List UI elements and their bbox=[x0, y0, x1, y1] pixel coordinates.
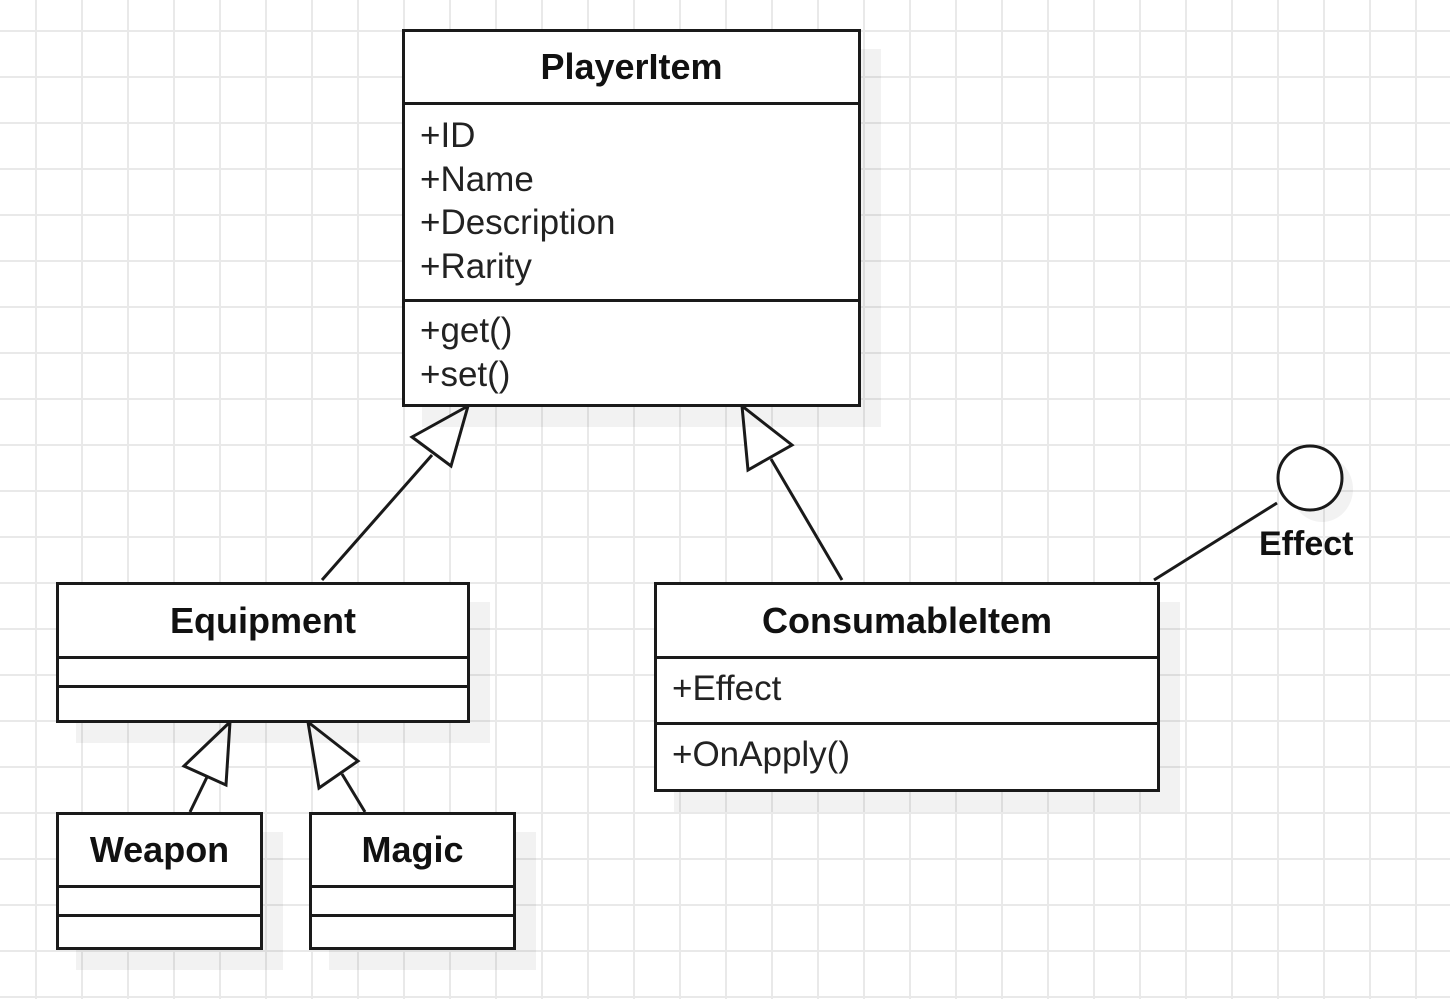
realization-consumable-effect bbox=[1153, 501, 1278, 582]
effect-interface-label: Effect bbox=[1259, 525, 1354, 563]
generalization-weapon-equipment bbox=[188, 774, 210, 813]
method: +set() bbox=[420, 354, 511, 394]
class-name: Weapon bbox=[59, 815, 260, 888]
class-name: PlayerItem bbox=[405, 32, 858, 105]
attribute: +Rarity bbox=[420, 246, 532, 286]
attributes-section: +Effect bbox=[657, 659, 1157, 725]
attribute: +Effect bbox=[672, 669, 782, 708]
attribute: +ID bbox=[420, 116, 476, 155]
generalization-arrowhead bbox=[740, 402, 795, 473]
class-name: ConsumableItem bbox=[657, 585, 1157, 659]
class-weapon[interactable]: Weapon bbox=[56, 812, 263, 950]
generalization-arrowhead bbox=[409, 402, 471, 469]
attributes-section bbox=[312, 888, 513, 917]
attribute: +Description bbox=[420, 203, 616, 242]
method: +get() bbox=[420, 311, 513, 350]
methods-section: +OnApply() bbox=[657, 725, 1157, 782]
generalization-magic-equipment bbox=[340, 773, 367, 813]
generalization-arrowhead bbox=[181, 718, 232, 788]
effect-interface-icon[interactable] bbox=[1276, 444, 1344, 512]
attributes-section bbox=[59, 659, 467, 688]
attribute: +Name bbox=[420, 159, 534, 199]
attributes-section bbox=[59, 888, 260, 917]
generalization-consumable-playeritem bbox=[769, 458, 844, 581]
generalization-equipment-playeritem bbox=[320, 454, 434, 581]
class-player-item[interactable]: PlayerItem +ID +Name +Description +Rarit… bbox=[402, 29, 861, 407]
generalization-arrowhead bbox=[305, 718, 361, 791]
class-magic[interactable]: Magic bbox=[309, 812, 516, 950]
class-name: Equipment bbox=[59, 585, 467, 659]
methods-section: +get() +set() bbox=[405, 302, 858, 396]
method: +OnApply() bbox=[672, 735, 850, 774]
attributes-section: +ID +Name +Description +Rarity bbox=[405, 105, 858, 302]
class-equipment[interactable]: Equipment bbox=[56, 582, 470, 723]
class-name: Magic bbox=[312, 815, 513, 888]
class-consumable-item[interactable]: ConsumableItem +Effect +OnApply() bbox=[654, 582, 1160, 792]
